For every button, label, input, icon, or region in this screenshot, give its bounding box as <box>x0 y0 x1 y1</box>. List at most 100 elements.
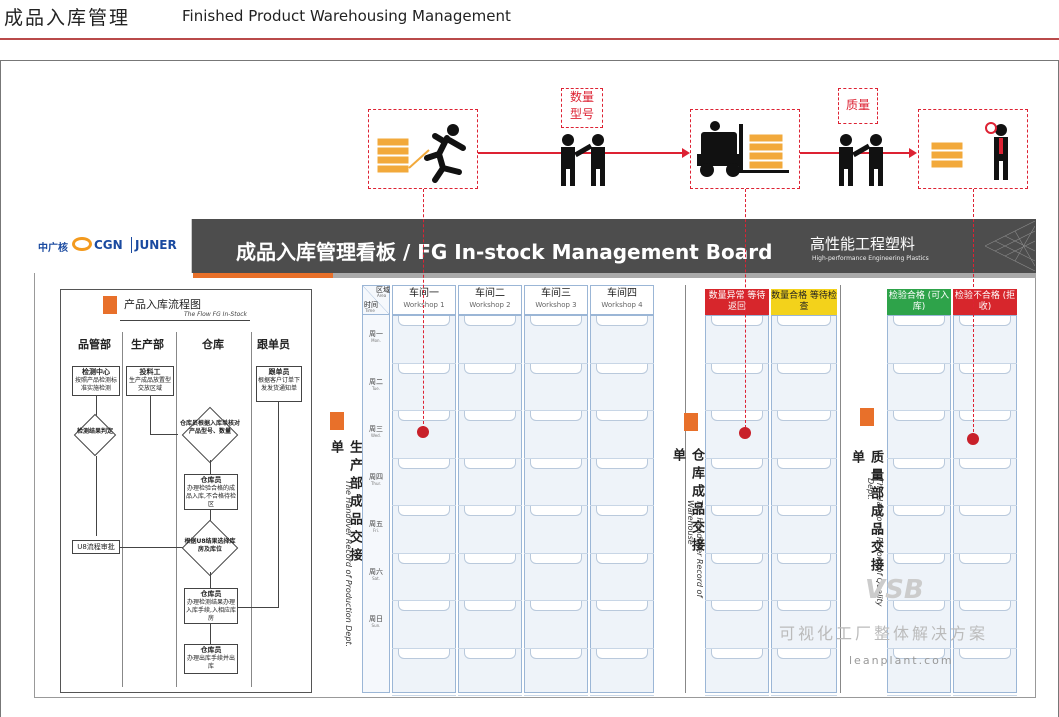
row-line <box>953 505 1017 506</box>
day-label-en: Sun. <box>371 623 381 628</box>
row-line <box>524 647 588 649</box>
board-subtitle: 高性能工程塑料 <box>810 235 916 253</box>
workshop-name: 车间一 <box>409 288 439 299</box>
decision-qc-result-text: 检测结果判定 <box>76 428 113 435</box>
pocket-slot <box>464 506 516 516</box>
pocket-slot <box>464 363 516 374</box>
row-line <box>887 695 951 696</box>
qc-center-title: 检测中心 <box>82 368 110 376</box>
pocket-slot <box>398 648 450 659</box>
quality-header-fail: 检验不合格 (拒收) <box>953 289 1017 315</box>
pocket-slot <box>464 316 516 326</box>
pocket-slot <box>596 648 648 659</box>
pocket-slot <box>596 458 648 469</box>
pocket-slot <box>530 458 582 469</box>
guide-line-production <box>423 189 424 429</box>
board-subtitle-en: High-performance Engineering Plastics <box>812 255 929 262</box>
pocket-slot <box>959 316 1011 326</box>
pocket-slot <box>530 363 582 374</box>
row-line <box>953 362 1017 364</box>
workshop-name-en: Workshop 1 <box>403 301 445 309</box>
pocket-slot <box>711 458 763 469</box>
flow-connector <box>210 460 211 474</box>
pocket-slot <box>959 458 1011 469</box>
flow-box-feeder: 投料工生产成品放置型交放区域 <box>126 366 174 396</box>
pocket-slot <box>596 411 648 421</box>
dept-warehouse: 仓库 <box>202 338 224 351</box>
row-line <box>590 505 654 506</box>
tag-line-1: 数量 <box>569 90 594 104</box>
workshop-name: 车间三 <box>541 288 571 299</box>
tag-quality: 质量 <box>838 88 878 124</box>
pocket-slot <box>711 553 763 564</box>
workshop-name: 车间二 <box>475 288 505 299</box>
row-line <box>771 695 837 696</box>
day-label: 周六 <box>369 567 383 576</box>
row-line <box>953 457 1017 459</box>
row-line <box>705 552 769 554</box>
pocket-slot <box>596 601 648 611</box>
pocket-slot <box>893 506 945 516</box>
watermark-en: leanplant.com <box>849 654 954 667</box>
workshop-name-en: Workshop 2 <box>469 301 511 309</box>
logo-area: 中广核 CGN JUNER <box>34 219 192 273</box>
flow-connector <box>150 396 151 434</box>
pocket-slot <box>959 601 1011 611</box>
row-line <box>771 552 837 554</box>
workshop-header-cell <box>590 285 654 315</box>
row-line <box>771 410 837 411</box>
corner-time: 时间 <box>364 301 378 309</box>
row-line <box>458 647 522 649</box>
row-line <box>953 410 1017 411</box>
pocket-slot <box>596 363 648 374</box>
pocket-slot <box>893 363 945 374</box>
workshop-column <box>524 315 588 693</box>
pocket-slot <box>777 601 831 611</box>
decision-u8-select-text: 根据U8结果选择库房及库位 <box>184 538 236 553</box>
pocket-slot <box>959 411 1011 421</box>
cgn-cn-logo: 中广核 <box>38 243 68 254</box>
quality-column-pass <box>887 315 951 693</box>
wh3-title: 仓库员 <box>200 646 222 654</box>
accent-bar <box>193 273 333 278</box>
pocket-slot <box>959 363 1011 374</box>
board-title: 成品入库管理看板 / FG In-stock Management Board <box>236 240 773 264</box>
row-line <box>887 362 951 364</box>
lane-divider-2 <box>176 332 177 687</box>
row-line <box>392 695 456 696</box>
row-line <box>524 410 588 411</box>
workshop-header-cell <box>524 285 588 315</box>
dept-quality: 品管部 <box>78 338 111 351</box>
pocket-slot <box>893 601 945 611</box>
day-label-en: Sat. <box>372 575 380 581</box>
pocket-slot <box>959 553 1011 564</box>
flowchart-clipboard-icon <box>103 296 117 314</box>
flow-connector <box>210 624 211 644</box>
follower-text: 根据客户订单下发发货通知单 <box>258 377 301 392</box>
wh1-text: 办理检验合格的成品入库,不合格待检区 <box>186 485 236 508</box>
pocket-slot <box>959 506 1011 516</box>
workshop-name: 车间四 <box>607 288 637 299</box>
pocket-slot <box>893 316 945 326</box>
day-label: 周一 <box>369 330 383 338</box>
watermark-cn: 可视化工厂整体解决方案 <box>779 624 989 643</box>
flow-connector <box>210 572 211 588</box>
row-line <box>590 362 654 364</box>
corner-time-en: Time <box>365 308 375 313</box>
page-title-en: Finished Product Warehousing Management <box>182 7 511 25</box>
pocket-slot <box>464 601 516 611</box>
marker-warehouse <box>739 427 751 439</box>
pocket-slot <box>777 648 831 659</box>
row-line <box>458 362 522 364</box>
row-line <box>524 695 588 696</box>
row-line <box>524 457 588 459</box>
row-line <box>392 410 456 411</box>
quality-label-en: The Handover Record of Quality Dept. <box>866 478 884 607</box>
day-label-en: Tue. <box>371 385 381 391</box>
watermark-logo: VSB <box>865 575 924 605</box>
row-line <box>458 552 522 554</box>
pocket-slot <box>464 553 516 564</box>
pocket-slot <box>398 363 450 374</box>
row-line <box>524 362 588 364</box>
